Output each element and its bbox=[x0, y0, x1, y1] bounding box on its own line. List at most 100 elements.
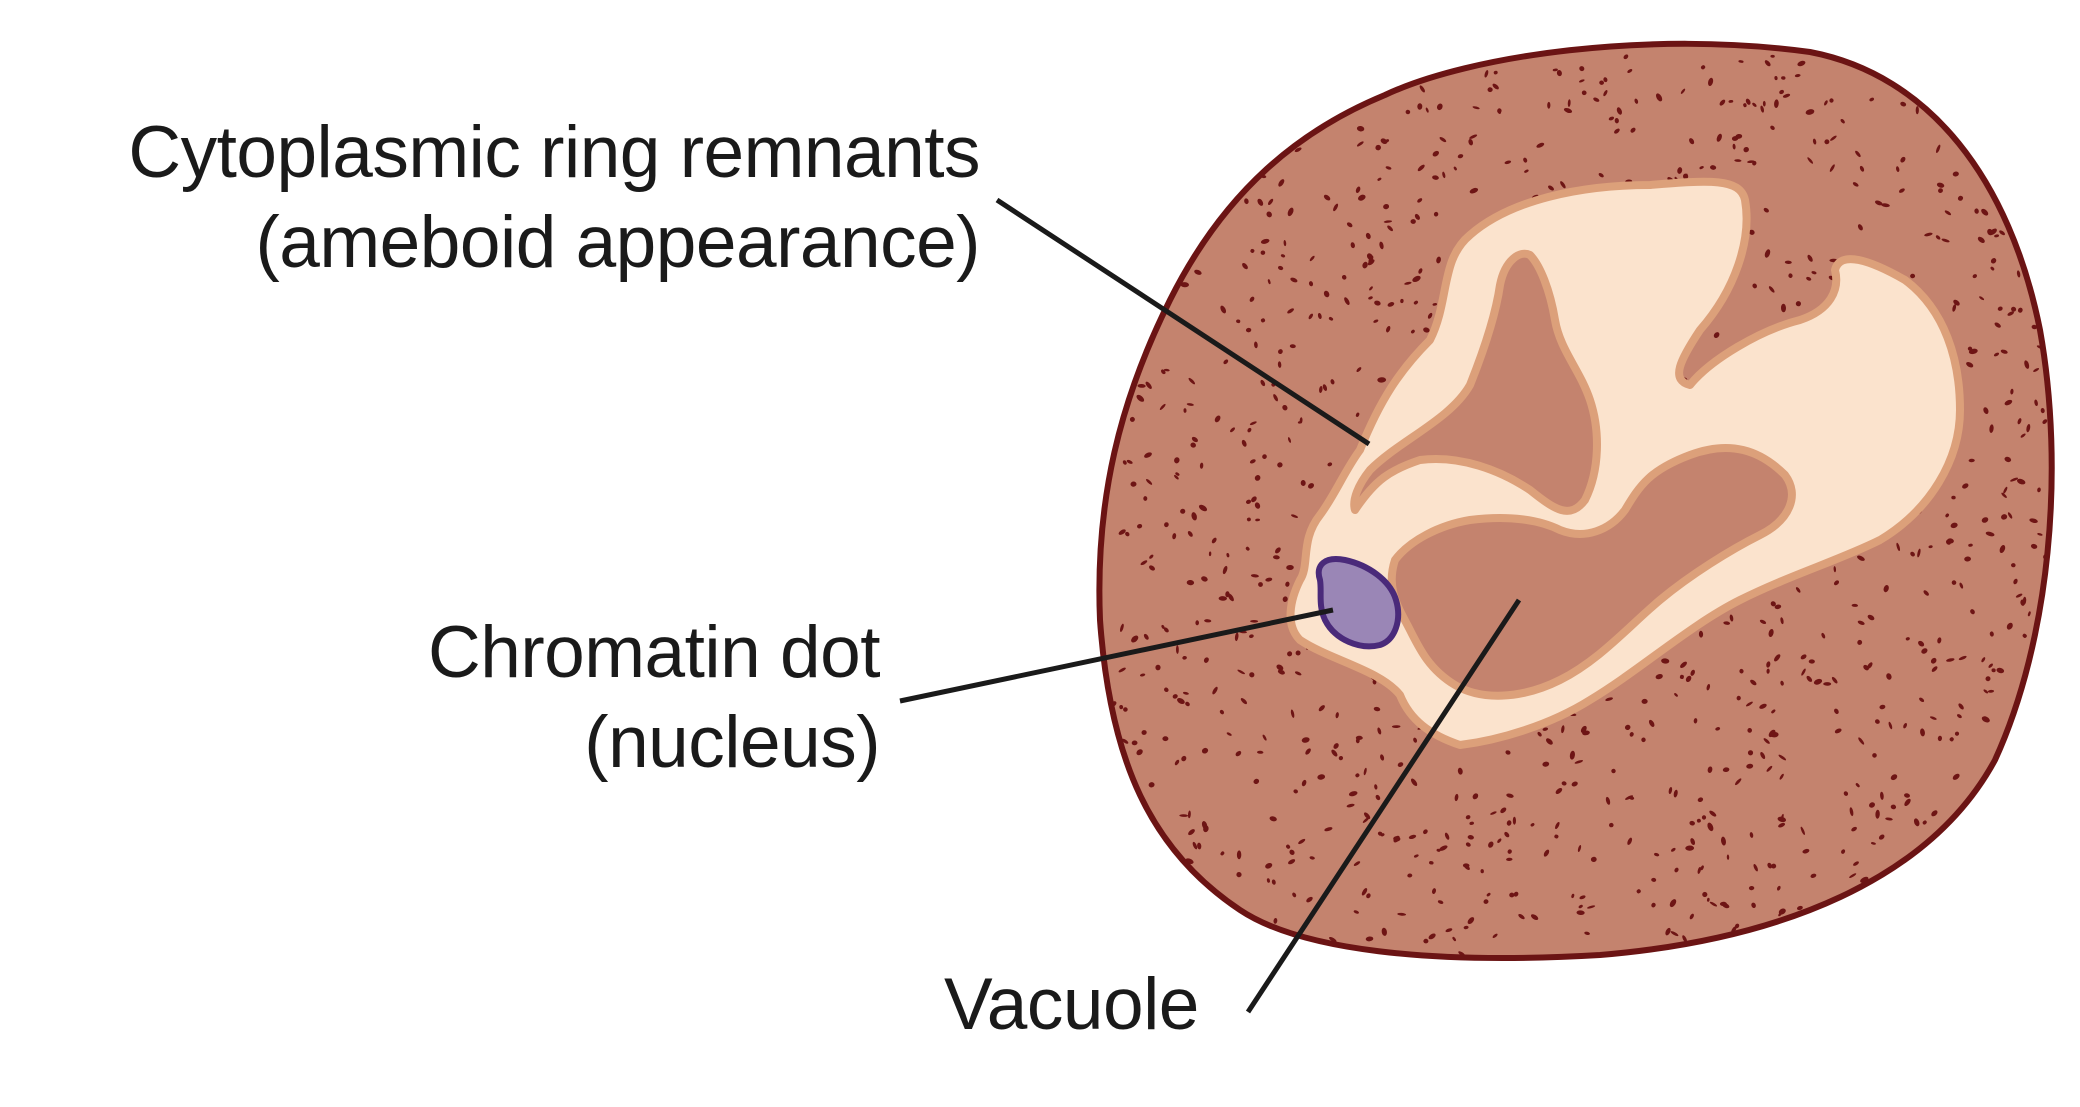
stipple-dot bbox=[1467, 835, 1474, 840]
stipple-dot bbox=[1630, 127, 1636, 133]
stipple-dot bbox=[1410, 778, 1418, 787]
stipple-dot bbox=[1777, 885, 1781, 891]
stipple-dot bbox=[1262, 734, 1267, 741]
stipple-dot bbox=[1112, 949, 1119, 954]
stipple-dot bbox=[1163, 627, 1169, 633]
stipple-dot bbox=[1126, 917, 1133, 925]
stipple-dot bbox=[1766, 765, 1773, 772]
stipple-dot bbox=[1309, 856, 1315, 860]
stipple-dot bbox=[1412, 275, 1421, 282]
stipple-dot bbox=[1629, 732, 1634, 737]
stipple-dot bbox=[1163, 368, 1170, 372]
stipple-dot bbox=[1219, 709, 1225, 715]
stipple-dot bbox=[1290, 709, 1295, 718]
stipple-dot bbox=[1335, 100, 1341, 108]
stipple-dot bbox=[1954, 109, 1961, 117]
stipple-dot bbox=[1962, 483, 1969, 489]
stipple-dot bbox=[1919, 697, 1925, 703]
stipple-dot bbox=[1834, 728, 1842, 734]
stipple-dot bbox=[2049, 565, 2052, 574]
stipple-dot bbox=[1555, 821, 1560, 830]
stipple-dot bbox=[1835, 908, 1842, 913]
stipple-dot bbox=[1454, 793, 1459, 802]
stipple-dot bbox=[1290, 277, 1298, 283]
stipple-dot bbox=[1768, 729, 1776, 738]
stipple-dot bbox=[1582, 730, 1590, 736]
stipple-dot bbox=[1951, 580, 1957, 585]
stipple-dot bbox=[1197, 842, 1202, 850]
stipple-dot bbox=[2020, 433, 2026, 438]
stipple-dot bbox=[2029, 518, 2038, 523]
stipple-dot bbox=[1123, 707, 1128, 712]
stipple-dot bbox=[1655, 93, 1663, 102]
stipple-dot bbox=[1788, 273, 1793, 278]
stipple-dot bbox=[1930, 657, 1937, 664]
stipple-dot bbox=[1294, 671, 1302, 676]
stipple-dot bbox=[2035, 280, 2042, 285]
stipple-dot bbox=[1905, 637, 1910, 641]
stipple-dot bbox=[1142, 883, 1149, 891]
stipple-dot bbox=[1796, 905, 1803, 911]
stipple-dot bbox=[1143, 633, 1149, 640]
stipple-dot bbox=[1317, 774, 1326, 780]
stipple-dot bbox=[1425, 107, 1429, 113]
stipple-dot bbox=[2034, 668, 2042, 674]
stipple-dot bbox=[1147, 322, 1153, 328]
stipple-dot bbox=[1937, 637, 1942, 644]
stipple-dot bbox=[1845, 51, 1852, 59]
stipple-dot bbox=[1209, 98, 1216, 106]
stipple-dot bbox=[1453, 166, 1457, 171]
stipple-dot bbox=[1952, 773, 1960, 780]
stipple-dot bbox=[1614, 118, 1619, 124]
stipple-dot bbox=[2027, 611, 2031, 617]
stipple-dot bbox=[1997, 180, 2001, 186]
stipple-dot bbox=[2004, 399, 2013, 406]
stipple-dot bbox=[1634, 98, 1639, 104]
stipple-dot bbox=[1748, 229, 1755, 235]
stipple-dot bbox=[1251, 496, 1257, 503]
stipple-dot bbox=[1175, 472, 1180, 476]
stipple-dot bbox=[1277, 361, 1282, 368]
stipple-dot bbox=[1167, 868, 1175, 871]
stipple-dot bbox=[1132, 47, 1140, 52]
stipple-dot bbox=[1203, 110, 1211, 114]
stipple-dot bbox=[1555, 787, 1563, 795]
stipple-dot bbox=[1442, 171, 1446, 179]
stipple-dot bbox=[1118, 667, 1126, 673]
red-blood-cell-outline bbox=[1096, 40, 2055, 961]
stipple-dot bbox=[1240, 698, 1248, 705]
stipple-dot bbox=[1327, 462, 1333, 467]
stipple-dot bbox=[1139, 867, 1144, 876]
stipple-dot bbox=[1301, 737, 1310, 743]
stipple-dot bbox=[1373, 706, 1381, 712]
stipple-dot bbox=[1135, 896, 1145, 901]
stipple-dot bbox=[1087, 150, 1095, 160]
stipple-dot bbox=[1734, 159, 1742, 162]
stipple-dot bbox=[1377, 831, 1383, 836]
stipple-dot bbox=[1563, 107, 1573, 114]
stipple-dot bbox=[2036, 108, 2043, 112]
stipple-dot bbox=[1236, 922, 1241, 928]
stipple-dot bbox=[1768, 628, 1774, 638]
stipple-dot bbox=[1410, 329, 1415, 334]
stipple-dot bbox=[1323, 290, 1330, 298]
stipple-dot bbox=[1260, 250, 1266, 255]
stipple-dot bbox=[1823, 682, 1832, 686]
stipple-dot bbox=[2008, 862, 2014, 868]
stipple-dot bbox=[1353, 861, 1361, 866]
stipple-dot bbox=[1878, 834, 1885, 840]
stipple-dot bbox=[1470, 43, 1476, 46]
stipple-dot bbox=[1636, 889, 1641, 894]
stipple-dot bbox=[2023, 861, 2029, 867]
stipple-dot bbox=[1099, 685, 1102, 691]
stipple-dot bbox=[1774, 654, 1781, 662]
stipple-dot bbox=[1374, 784, 1378, 790]
stipple-dot bbox=[1477, 51, 1483, 55]
stipple-dot bbox=[2042, 419, 2048, 424]
stipple-dot bbox=[1220, 305, 1227, 314]
stipple-dot bbox=[1954, 731, 1960, 736]
stipple-dot bbox=[1445, 928, 1453, 933]
stipple-dot bbox=[2017, 418, 2022, 425]
stipple-dot bbox=[1174, 917, 1182, 924]
label-cytoplasmic-ring-remnants: Cytoplasmic ring remnants (ameboid appea… bbox=[128, 108, 980, 288]
